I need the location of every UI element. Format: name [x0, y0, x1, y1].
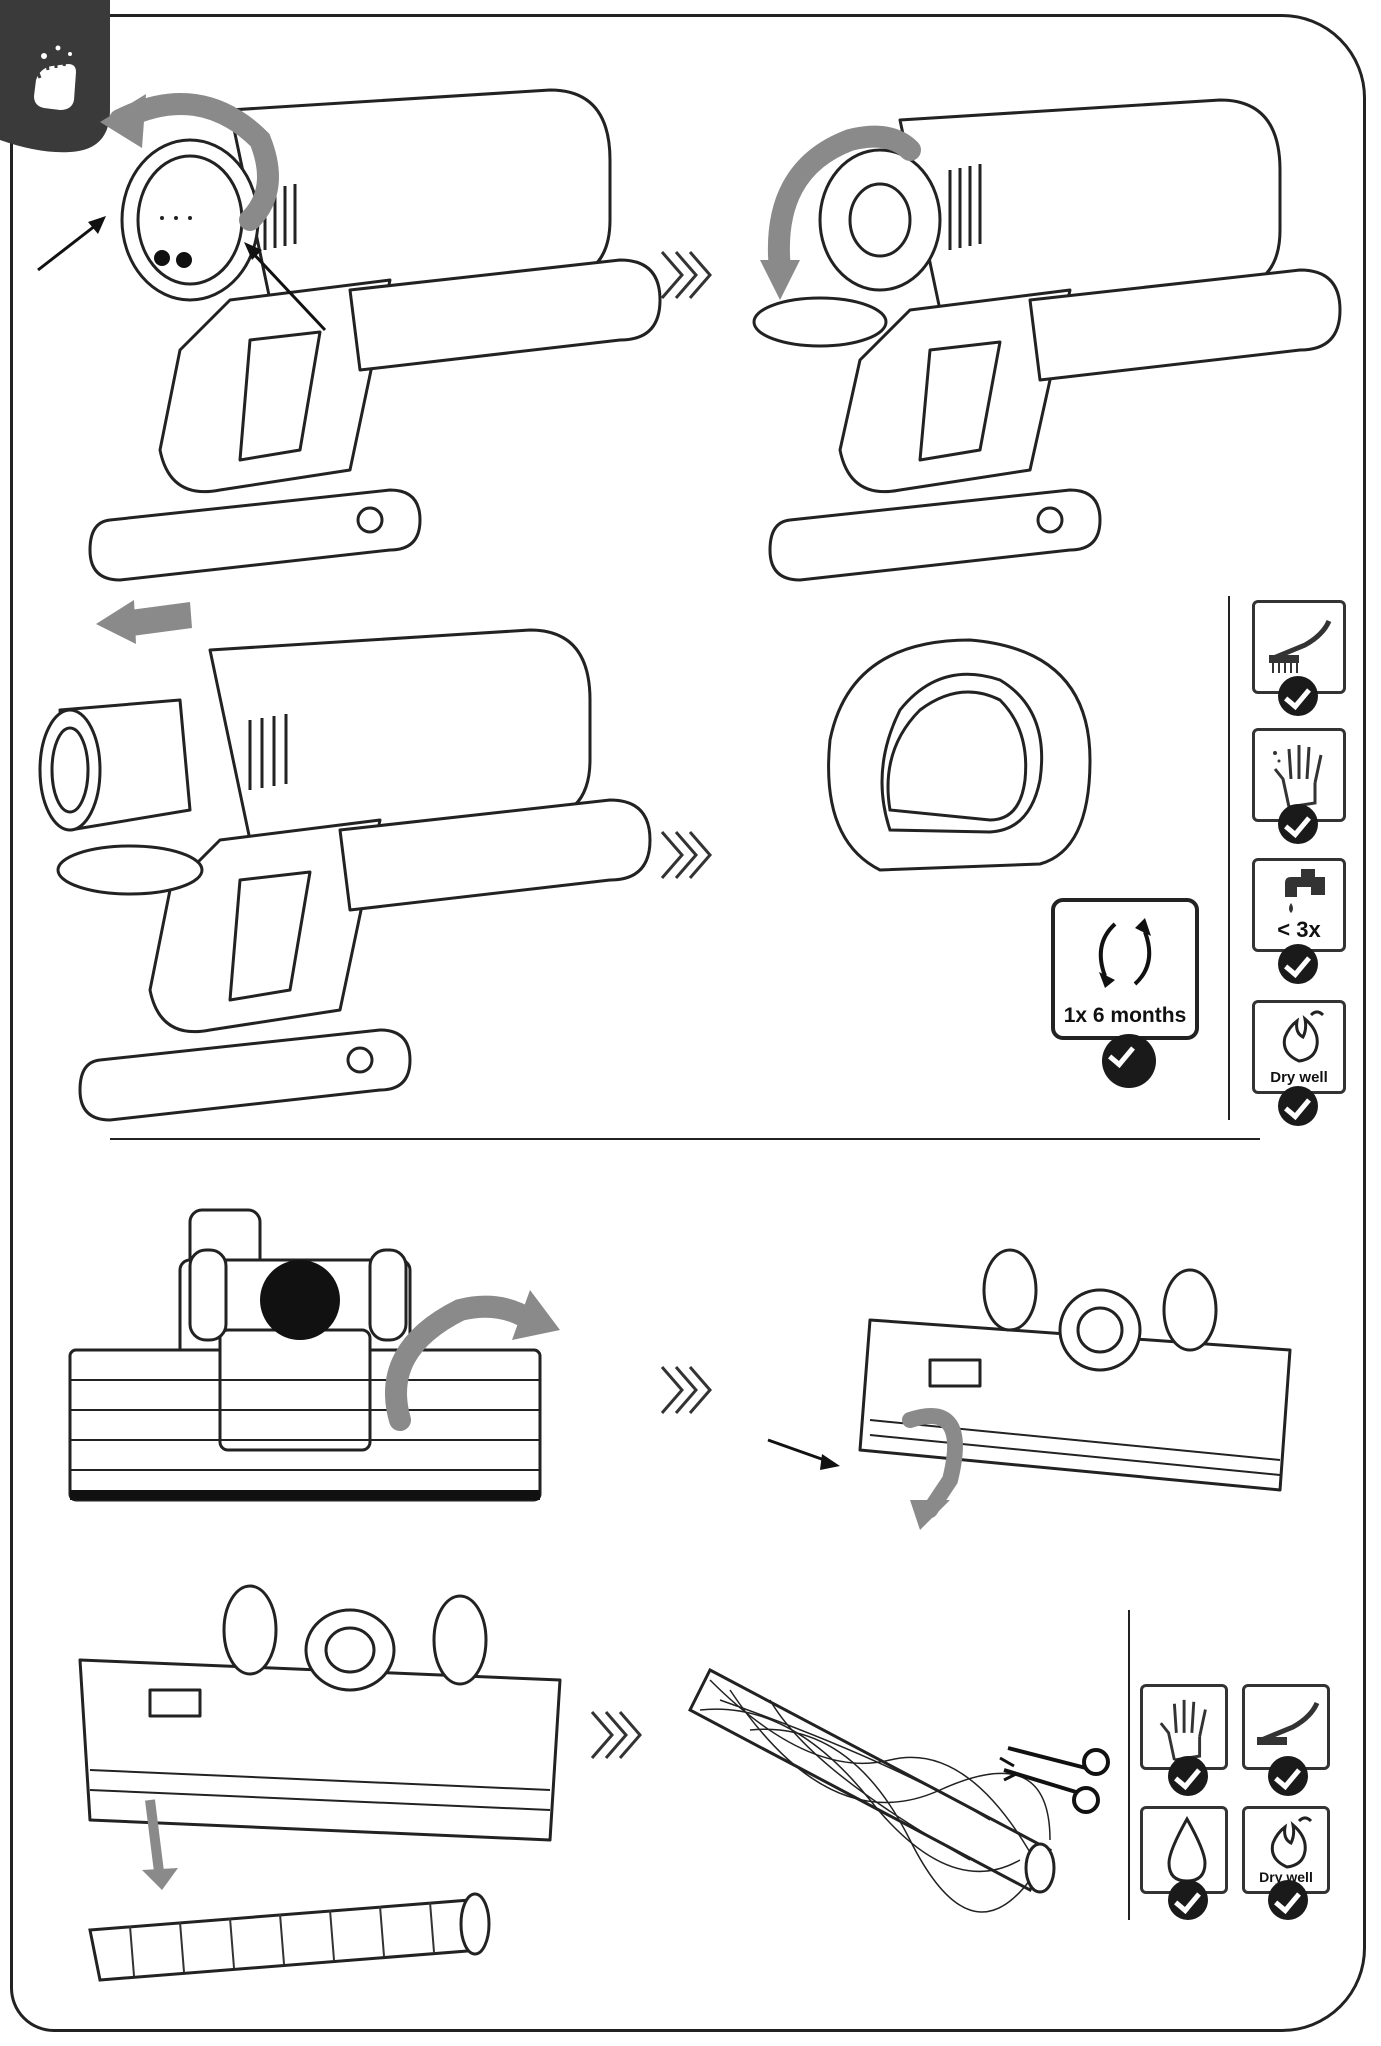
vertical-divider — [1128, 1610, 1130, 1920]
check-icon — [1278, 944, 1318, 984]
vertical-divider — [1228, 596, 1230, 1120]
cycle-arrows-icon — [1098, 918, 1152, 988]
page-frame — [10, 14, 1366, 2032]
brush-icon — [1269, 619, 1332, 673]
check-icon — [1268, 1880, 1308, 1920]
chevron-next-icon — [660, 1366, 712, 1414]
check-icon — [1278, 676, 1318, 716]
check-icon — [1268, 1756, 1308, 1796]
chevron-next-icon — [660, 831, 712, 879]
wipe-hands-icon — [32, 45, 76, 110]
cleaning-section-tab — [0, 0, 110, 153]
floor-brush-head-illustration-1 — [68, 1208, 560, 1502]
replace-frequency-badge: 1x 6 months — [1051, 898, 1199, 1040]
brush-roll-illustration — [88, 1892, 491, 1982]
tap-icon — [1285, 869, 1325, 913]
dry-well-badge: Dry well — [1252, 1000, 1346, 1094]
check-icon — [1278, 804, 1318, 844]
check-icon — [1168, 1880, 1208, 1920]
vacuum-body-illustration-2 — [752, 98, 1342, 582]
vacuum-body-illustration-3 — [38, 600, 652, 1122]
water-drop-icon — [1167, 1815, 1207, 1883]
scissors-icon — [999, 1746, 1110, 1814]
floor-brush-head-illustration-3 — [78, 1584, 562, 1890]
dry-well-label: Dry well — [1270, 1069, 1328, 1086]
floor-brush-head-illustration-2 — [767, 1248, 1292, 1530]
hand-icon — [1273, 745, 1323, 809]
dry-well-label: Dry well — [1259, 1869, 1313, 1885]
brush-icon — [1257, 1701, 1320, 1745]
check-icon — [1102, 1034, 1156, 1088]
chevron-next-icon — [590, 1711, 642, 1759]
check-icon — [1168, 1756, 1208, 1796]
section-divider — [110, 1138, 1260, 1140]
vacuum-body-illustration-1 — [37, 88, 662, 582]
frequency-label: 1x 6 months — [1063, 1004, 1187, 1027]
chevron-next-icon — [660, 251, 712, 299]
tangled-brush-roll-illustration — [688, 1667, 1056, 1913]
rinse-count-label: < 3x — [1277, 917, 1321, 942]
rinse-badge: < 3x — [1252, 858, 1346, 952]
dry-flame-icon — [1282, 1010, 1325, 1063]
filter-ring-illustration — [827, 638, 1092, 872]
dry-flame-icon — [1270, 1816, 1313, 1869]
check-icon — [1278, 1086, 1318, 1126]
hand-icon — [1159, 1699, 1207, 1762]
